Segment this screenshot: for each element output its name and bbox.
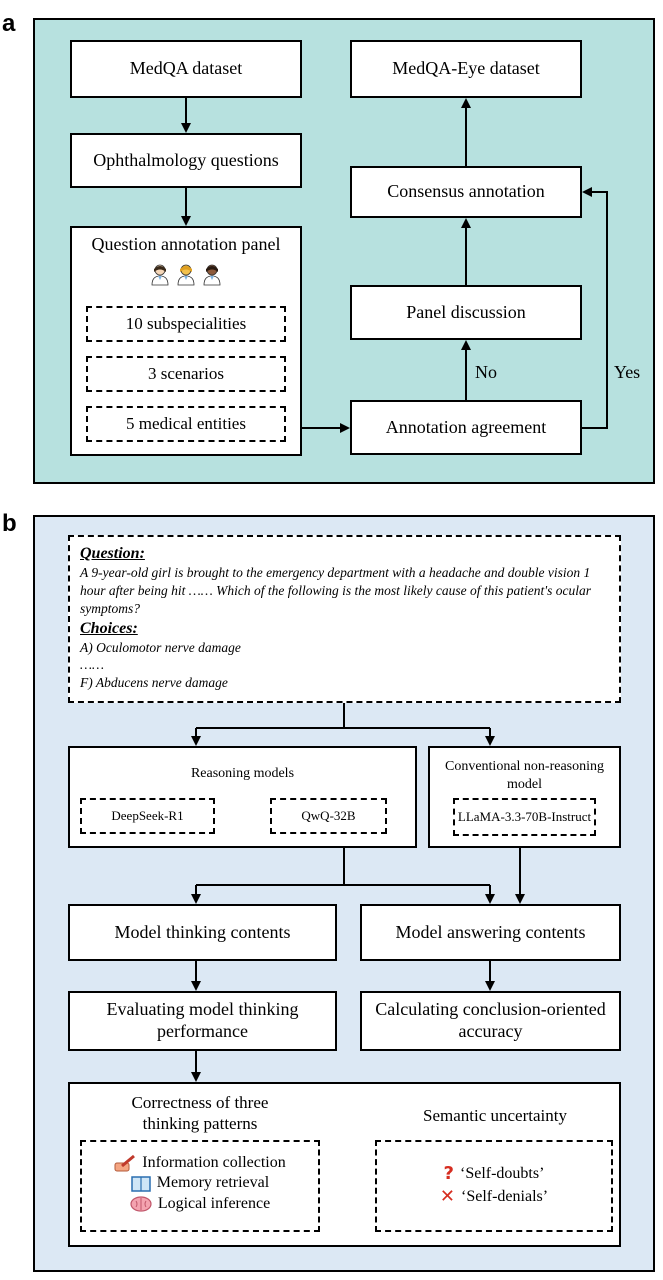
medqa-eye-dataset-box: MedQA-Eye dataset [350, 40, 582, 98]
medqa-dataset-box: MedQA dataset [70, 40, 302, 98]
model-thinking-contents-box: Model thinking contents [68, 904, 337, 961]
correctness-title: Correctness of three thinking patterns [131, 1093, 269, 1134]
calculating-accuracy-box: Calculating conclusion-oriented accuracy [360, 991, 621, 1051]
book-icon [131, 1175, 151, 1192]
annotation-agreement-box: Annotation agreement [350, 400, 582, 455]
choice-ellipsis: …… [80, 657, 105, 673]
self-doubts-label: ‘Self-doubts’ [460, 1165, 545, 1183]
no-label: No [475, 362, 497, 382]
yes-label: Yes [614, 362, 641, 382]
self-denials-row: ✕ ‘Self-denials’ [377, 1185, 611, 1208]
information-collection-label: Information collection [142, 1154, 286, 1171]
doctor-icons [72, 264, 300, 286]
question-heading: Question: [80, 545, 145, 562]
doctor-icon [177, 264, 195, 286]
consensus-annotation-box: Consensus annotation [350, 166, 582, 218]
memory-retrieval-row: Memory retrieval [82, 1174, 318, 1192]
self-denials-label: ‘Self-denials’ [461, 1187, 549, 1205]
question-text: A 9-year-old girl is brought to the emer… [80, 565, 591, 616]
choice-f: F) Abducens nerve damage [80, 675, 228, 691]
evaluation-details-box: Correctness of three thinking patterns I… [68, 1082, 621, 1247]
reasoning-models-title: Reasoning models [190, 766, 295, 781]
conventional-model-box: Conventional non-reasoning model LLaMA-3… [428, 746, 621, 848]
logical-inference-label: Logical inference [157, 1194, 271, 1212]
panel-a-label: a [2, 10, 16, 37]
brain-icon [130, 1196, 152, 1212]
cross-mark-icon: ✕ [439, 1185, 455, 1207]
model-answering-contents-box: Model answering contents [360, 904, 621, 961]
medical-entities-box: 5 medical entities [86, 406, 286, 442]
logical-inference-row: Logical inference [82, 1195, 318, 1213]
thinking-patterns-box: Information collection Memory retrieval … [80, 1140, 320, 1232]
deepseek-r1-box: DeepSeek-R1 [80, 798, 215, 834]
qwq-32b-box: QwQ-32B [270, 798, 387, 834]
subspecialities-box: 10 subspecialities [86, 306, 286, 342]
question-mark-icon: ? [443, 1163, 454, 1184]
doctor-icon [151, 264, 169, 286]
llama-box: LLaMA-3.3-70B-Instruct [453, 798, 596, 836]
doctor-icon [203, 264, 221, 286]
panel-b-label: b [2, 510, 17, 537]
pencil-hand-icon [114, 1155, 136, 1172]
memory-retrieval-label: Memory retrieval [156, 1174, 270, 1192]
uncertainty-box: ? ‘Self-doubts’ ✕ ‘Self-denials’ [375, 1140, 613, 1232]
question-annotation-panel: Question annotation panel 10 subspeciali… [70, 226, 302, 456]
reasoning-models-box: Reasoning models DeepSeek-R1 QwQ-32B [68, 746, 417, 848]
question-box: Question: A 9-year-old girl is brought t… [68, 535, 621, 703]
ophthalmology-questions-box: Ophthalmology questions [70, 133, 302, 188]
information-collection-row: Information collection [82, 1154, 318, 1172]
scenarios-box: 3 scenarios [86, 356, 286, 392]
conventional-model-title: Conventional non-reasoning model [444, 759, 605, 792]
self-doubts-row: ? ‘Self-doubts’ [377, 1163, 611, 1185]
choice-a: A) Oculomotor nerve damage [80, 639, 241, 655]
question-annotation-panel-title: Question annotation panel [91, 234, 281, 254]
panel-discussion-box: Panel discussion [350, 285, 582, 340]
semantic-uncertainty-title: Semantic uncertainty [423, 1106, 567, 1125]
evaluating-thinking-box: Evaluating model thinking performance [68, 991, 337, 1051]
choices-heading: Choices: [80, 619, 138, 637]
